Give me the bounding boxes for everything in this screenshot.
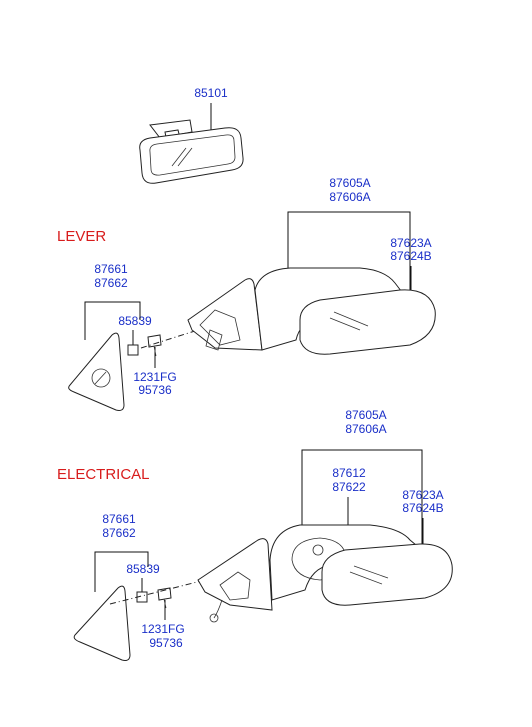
- leader-87605A-electrical: [301, 449, 423, 545]
- screw-shank-electrical: [163, 598, 167, 609]
- cover-triangle-electrical: [73, 585, 131, 661]
- mirror-reflection: [171, 147, 187, 167]
- leader-87661-electrical: [94, 551, 149, 592]
- label-87662-lever: 87662: [94, 276, 128, 290]
- mirror-housing: [139, 127, 244, 184]
- leader-87605A-lever: [287, 211, 411, 290]
- label-85839-lever: 85839: [118, 314, 152, 328]
- label-87605A-lever: 87605A: [329, 176, 370, 190]
- mirror-reflection-2: [177, 147, 193, 167]
- label-85839-electrical: 85839: [126, 562, 160, 576]
- mirror-glass-electrical: [321, 543, 453, 606]
- label-87622-electrical: 87622: [332, 480, 366, 494]
- label-95736-electrical: 95736: [149, 636, 183, 650]
- label-87661-lever: 87661: [94, 262, 128, 276]
- glass-reflection-electrical: [349, 571, 383, 585]
- cover-hole-lever: [91, 368, 111, 388]
- mirror-housing-electrical: [269, 524, 424, 601]
- wire-harness-electrical: [213, 599, 223, 619]
- glass-reflection-electrical-2: [353, 565, 389, 579]
- cover-hole-mark-lever: [94, 371, 107, 385]
- label-87624B-electrical: 87624B: [402, 501, 443, 515]
- mirror-glass-lever: [299, 289, 436, 355]
- leader-87661-lever: [84, 301, 141, 340]
- label-87624B-lever: 87624B: [390, 249, 431, 263]
- clip-85839-lever: [127, 344, 139, 356]
- label-87612-electrical: 87612: [332, 466, 366, 480]
- label-95736-lever: 95736: [138, 383, 172, 397]
- label-87606A-electrical: 87606A: [345, 422, 386, 436]
- label-1231FG-electrical: 1231FG: [141, 622, 184, 636]
- label-87623A-electrical: 87623A: [402, 488, 443, 502]
- label-87605A-electrical: 87605A: [345, 408, 386, 422]
- electrical-section: ELECTRICAL 87605A 87606A 87612 87622 876…: [57, 408, 453, 661]
- label-85101: 85101: [194, 86, 228, 100]
- label-1231FG-lever: 1231FG: [133, 370, 176, 384]
- rearview-mirror: 85101: [139, 86, 244, 184]
- label-87606A-lever: 87606A: [329, 190, 370, 204]
- electrical-heading: ELECTRICAL: [57, 466, 150, 483]
- label-87623A-lever: 87623A: [390, 236, 431, 250]
- assembly-line-lever: [140, 329, 199, 349]
- mirror-glass: [149, 134, 236, 176]
- wire-plug-electrical: [209, 613, 219, 623]
- actuator-pivot-electrical: [312, 544, 324, 556]
- lever-mechanism: [199, 309, 241, 346]
- glass-reflection-lever: [329, 317, 361, 331]
- label-87661-electrical: 87661: [102, 512, 136, 526]
- cover-triangle-lever: [68, 332, 125, 411]
- connector-electrical: [219, 571, 251, 601]
- label-87662-electrical: 87662: [102, 526, 136, 540]
- screw-head-lever: [147, 334, 162, 348]
- glass-reflection-lever-2: [333, 311, 369, 327]
- lever-knob: [205, 329, 223, 351]
- lever-heading: LEVER: [57, 228, 106, 245]
- lever-section: LEVER 87605A 87606A 87623A 87624B 87661 …: [57, 176, 436, 411]
- assembly-line-electrical: [109, 579, 206, 605]
- screw-shank-lever: [153, 345, 157, 357]
